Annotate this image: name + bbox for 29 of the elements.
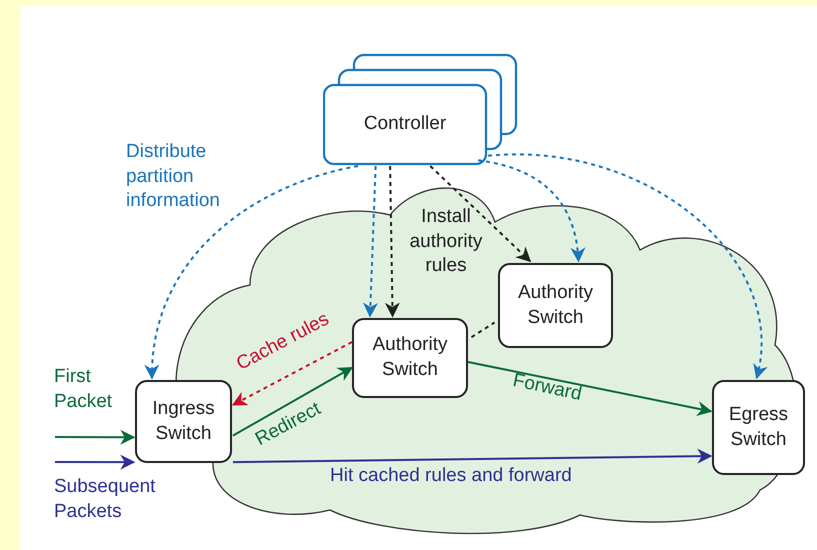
edge-label: Install authority rules — [408, 205, 484, 278]
arrow — [488, 154, 766, 380]
connector-line — [470, 322, 496, 338]
arrow — [363, 166, 378, 318]
node-label: Egress Switch — [728, 402, 790, 452]
arrow — [384, 166, 400, 318]
arrow — [478, 159, 585, 263]
arrow — [55, 430, 136, 445]
arrow — [232, 448, 712, 464]
switch-box — [712, 380, 805, 475]
switch-box — [352, 318, 468, 398]
edge-label: Hit cached rules and forward — [330, 464, 573, 488]
edge-label: First Packet — [54, 365, 114, 414]
edge-label: Distribute partition information — [126, 140, 221, 214]
arrow — [430, 165, 532, 262]
arrow — [55, 454, 136, 470]
arrow — [232, 341, 352, 406]
edge-label: Forward — [510, 368, 584, 407]
switch-box — [135, 380, 232, 463]
node-label: Ingress Switch — [151, 396, 216, 446]
node-label: Controller — [364, 112, 446, 136]
node-label: Authority Switch — [372, 333, 448, 382]
arrow — [468, 361, 712, 416]
switch-box — [498, 263, 613, 348]
arrow — [145, 165, 358, 380]
arrow — [232, 366, 354, 436]
edge-label: Cache rules — [232, 308, 334, 377]
node-label: Authority Switch — [517, 280, 594, 330]
edge-label: Subsequent Packets — [54, 475, 156, 524]
